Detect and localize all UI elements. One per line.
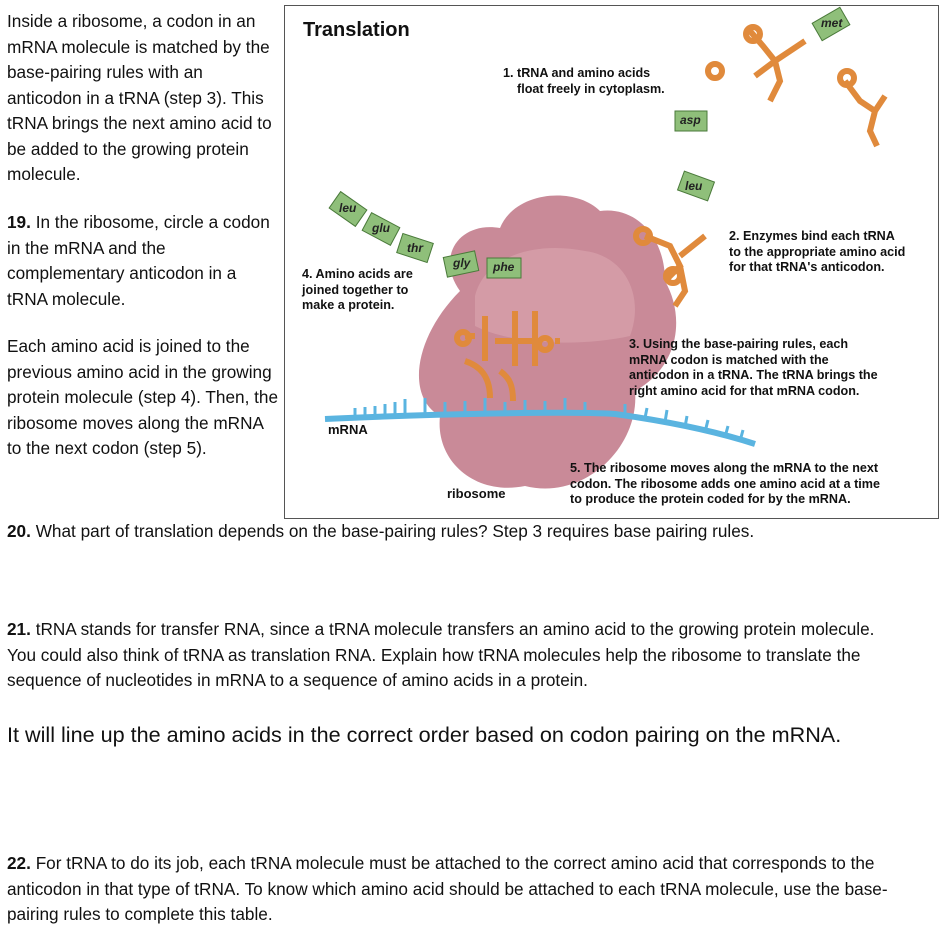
chain-amino-acid: glu [372, 221, 390, 235]
question-text: In the ribosome, circle a codon in the m… [7, 212, 270, 309]
mrna-label: mRNA [328, 422, 368, 437]
chain-amino-acid: leu [339, 201, 357, 215]
question-text: tRNA stands for transfer RNA, since a tR… [7, 619, 875, 690]
question-number: 22. [7, 853, 31, 873]
answer-21: It will line up the amino acids in the c… [7, 722, 842, 747]
trna-in-ribosome [454, 311, 560, 402]
chain-amino-acid: gly [453, 256, 471, 270]
amino-acid-chain [328, 6, 851, 279]
ribosome-label: ribosome [447, 486, 506, 501]
amino-acid-met: met [821, 16, 843, 30]
step-2-caption: 2. Enzymes bind each tRNA to the appropr… [729, 229, 906, 274]
translation-diagram [324, 6, 888, 489]
question-19: 19. In the ribosome, circle a codon in t… [7, 210, 279, 312]
mrna-bases [353, 398, 745, 442]
amino-acid-paragraph: Each amino acid is joined to the previou… [7, 336, 279, 458]
question-22: 22. For tRNA to do its job, each tRNA mo… [7, 851, 907, 928]
step-1-caption: 1. tRNA and amino acids float freely in … [503, 66, 665, 96]
chain-amino-acid: phe [493, 260, 515, 274]
amino-acid-asp: asp [680, 113, 701, 127]
question-number: 19. [7, 212, 31, 232]
question-20: 20. What part of translation depends on … [7, 519, 937, 545]
question-21: 21. tRNA stands for transfer RNA, since … [7, 617, 907, 694]
step-5-caption: 5. The ribosome moves along the mRNA to … [570, 461, 881, 506]
figure-title: Translation [303, 19, 410, 41]
intro-paragraph: Inside a ribosome, a codon in an mRNA mo… [7, 11, 272, 184]
question-text: What part of translation depends on the … [35, 521, 755, 541]
question-text: For tRNA to do its job, each tRNA molecu… [7, 853, 888, 924]
question-number: 20. [7, 521, 31, 541]
free-trna [633, 24, 888, 308]
question-number: 21. [7, 619, 31, 639]
amino-acid-leu-free: leu [685, 179, 703, 193]
step-3-caption: 3. Using the base-pairing rules, each mR… [629, 337, 878, 398]
translation-figure: Translation 1. tRNA and amino acids floa… [284, 5, 939, 519]
step-4-caption: 4. Amino acids are joined together to ma… [302, 267, 413, 312]
chain-amino-acid: thr [407, 241, 423, 255]
